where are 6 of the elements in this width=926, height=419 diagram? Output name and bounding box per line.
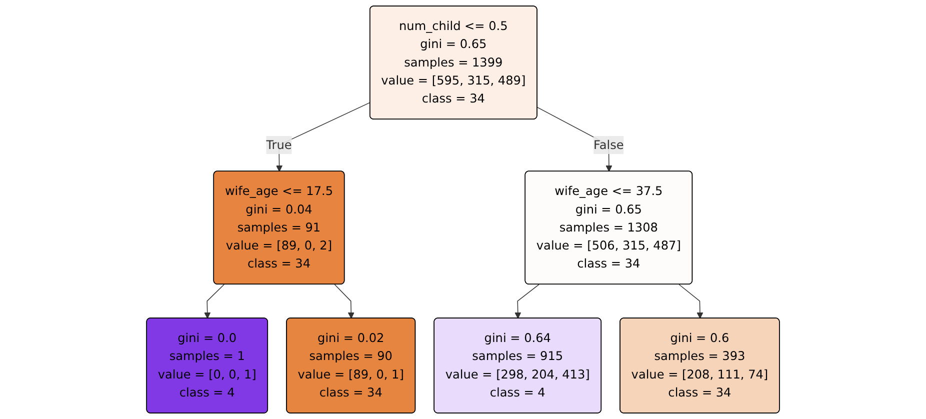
arrow bbox=[678, 284, 704, 319]
edge-label: True bbox=[266, 138, 292, 152]
arrow bbox=[204, 284, 224, 319]
arrow bbox=[514, 284, 540, 319]
edge-label: False bbox=[594, 138, 624, 152]
arrow bbox=[334, 284, 354, 319]
